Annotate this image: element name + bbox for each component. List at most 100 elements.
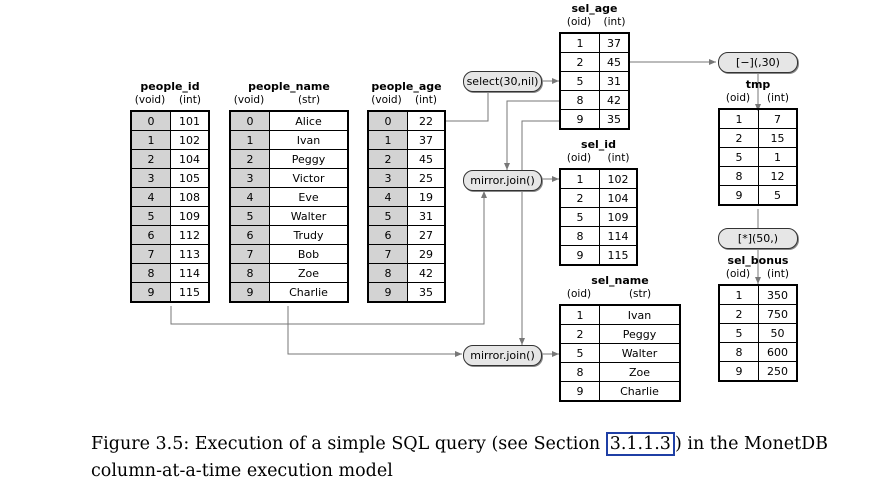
head-cell: 0 xyxy=(367,110,408,131)
tail-cell: Ivan xyxy=(599,304,681,325)
tail-cell: 45 xyxy=(599,52,630,72)
tail-type: (int) xyxy=(767,268,789,280)
tail-cell: Charlie xyxy=(599,381,681,402)
head-cell: 1 xyxy=(229,130,270,150)
wire-people-id-to-join1 xyxy=(170,191,487,325)
head-cell: 2 xyxy=(559,324,600,344)
head-cell: 5 xyxy=(559,207,600,227)
tail-cell: 25 xyxy=(407,168,446,188)
tail-cell: 19 xyxy=(407,187,446,207)
tail-cell: Alice xyxy=(269,110,349,131)
head-cell: 5 xyxy=(130,206,171,226)
head-cell: 6 xyxy=(367,225,408,245)
head-cell: 4 xyxy=(229,187,270,207)
tail-type: (str) xyxy=(297,94,321,106)
head-cell: 3 xyxy=(367,168,408,188)
tail-cell: 350 xyxy=(758,284,798,305)
head-cell: 1 xyxy=(130,130,171,150)
head-cell: 1 xyxy=(718,108,759,129)
tail-cell: 5 xyxy=(758,185,798,206)
head-cell: 8 xyxy=(130,263,171,283)
head-type: (oid) xyxy=(566,16,592,28)
tail-cell: 45 xyxy=(407,149,446,169)
bat-title: sel_bonus xyxy=(727,254,789,267)
tail-cell: 600 xyxy=(758,342,798,362)
tail-cell: Bob xyxy=(269,244,349,264)
op-mirror-join-1: mirror.join() xyxy=(463,170,542,191)
tail-cell: 109 xyxy=(170,206,210,226)
tail-cell: 109 xyxy=(599,207,638,227)
tail-cell: 102 xyxy=(170,130,210,150)
head-cell: 8 xyxy=(559,226,600,246)
op-select: select(30,nil) xyxy=(463,71,542,92)
head-type: (oid) xyxy=(566,152,592,164)
head-cell: 4 xyxy=(130,187,171,207)
tail-cell: 35 xyxy=(599,109,630,130)
wire-people-age-to-select xyxy=(446,91,489,122)
tail-cell: 37 xyxy=(599,32,630,53)
tail-cell: Trudy xyxy=(269,225,349,245)
tail-cell: Charlie xyxy=(269,282,349,303)
head-type: (void) xyxy=(233,94,265,106)
head-cell: 2 xyxy=(718,304,759,324)
tail-type: (int) xyxy=(415,94,437,106)
tail-cell: 7 xyxy=(758,108,798,129)
tail-cell: 113 xyxy=(170,244,210,264)
head-cell: 1 xyxy=(367,130,408,150)
wire-sel-age-to-join1 xyxy=(504,100,559,170)
head-cell: 1 xyxy=(718,284,759,305)
head-cell: 2 xyxy=(559,188,600,208)
bat-title: people_id xyxy=(140,80,200,93)
head-type: (oid) xyxy=(725,92,751,104)
head-cell: 4 xyxy=(367,187,408,207)
head-cell: 1 xyxy=(559,168,600,189)
tail-cell: Zoe xyxy=(599,362,681,382)
tail-cell: 35 xyxy=(407,282,446,303)
head-cell: 9 xyxy=(718,361,759,382)
tail-cell: 15 xyxy=(758,128,798,148)
tail-cell: 112 xyxy=(170,225,210,245)
op-mirror-join-2: mirror.join() xyxy=(463,345,542,366)
section-reference-link[interactable]: 3.1.1.3 xyxy=(605,432,675,456)
head-cell: 9 xyxy=(559,245,600,266)
head-cell: 1 xyxy=(559,32,600,53)
